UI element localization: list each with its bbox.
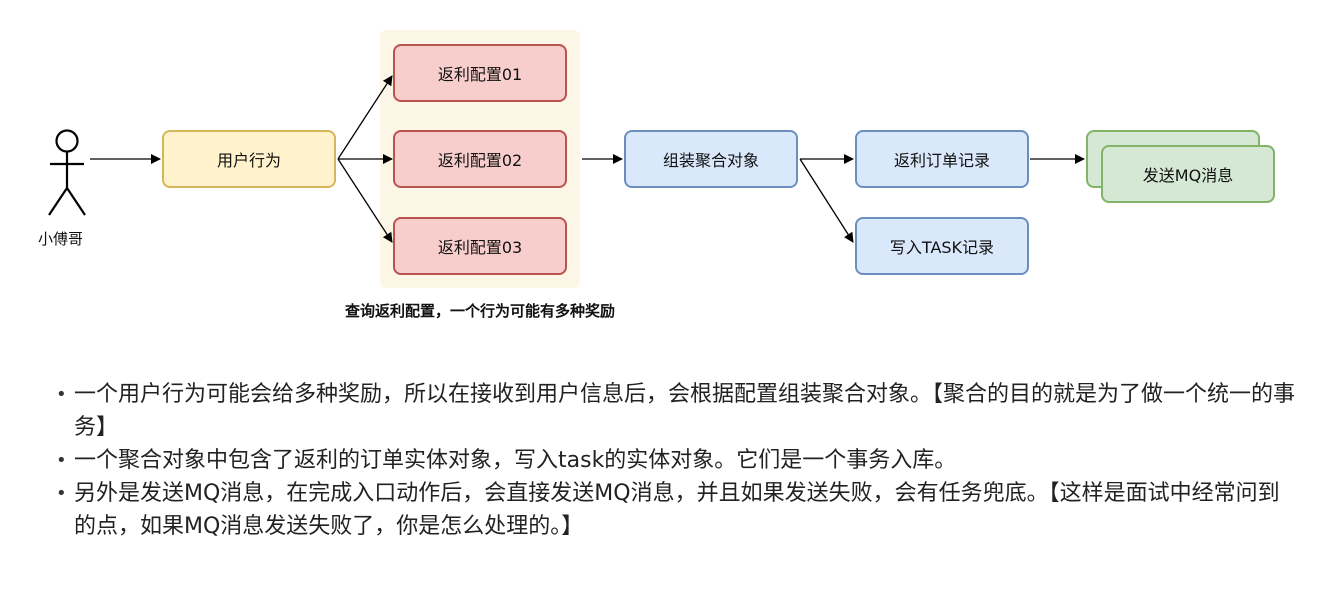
note-item: 另外是发送MQ消息，在完成入口动作后，会直接发送MQ消息，并且如果发送失败，会有… — [56, 477, 1296, 543]
actor-label: 小傅哥 — [38, 230, 84, 248]
assemble-aggregate-node: 组装聚合对象 — [624, 130, 798, 188]
send-mq-node: 发送MQ消息 — [1101, 145, 1275, 203]
arrow-action-to-config01 — [337, 75, 393, 160]
actor-icon — [48, 129, 86, 216]
rebate-config-01-node: 返利配置01 — [393, 44, 567, 102]
flow-diagram: 小傅哥 用户行为 返利配置01 返利配置02 返利配置03 组装聚合对象 返利订… — [38, 30, 1275, 320]
rebate-config-02-node: 返利配置02 — [393, 130, 567, 188]
task-record-node: 写入TASK记录 — [855, 217, 1029, 275]
notes-list: 一个用户行为可能会给多种奖励，所以在接收到用户信息后，会根据配置组装聚合对象。【… — [56, 378, 1296, 543]
user-action-node: 用户行为 — [162, 130, 336, 188]
connector-layer — [48, 75, 1085, 243]
note-item: 一个聚合对象中包含了返利的订单实体对象，写入task的实体对象。它们是一个事务入… — [56, 444, 1296, 477]
rebate-config-03-node: 返利配置03 — [393, 217, 567, 275]
arrow-action-to-config03 — [337, 158, 393, 243]
note-item: 一个用户行为可能会给多种奖励，所以在接收到用户信息后，会根据配置组装聚合对象。【… — [56, 378, 1296, 444]
arrow-assemble-to-task — [799, 158, 854, 243]
diagram-caption: 查询返利配置，一个行为可能有多种奖励 — [344, 302, 615, 320]
rebate-order-record-node: 返利订单记录 — [855, 130, 1029, 188]
